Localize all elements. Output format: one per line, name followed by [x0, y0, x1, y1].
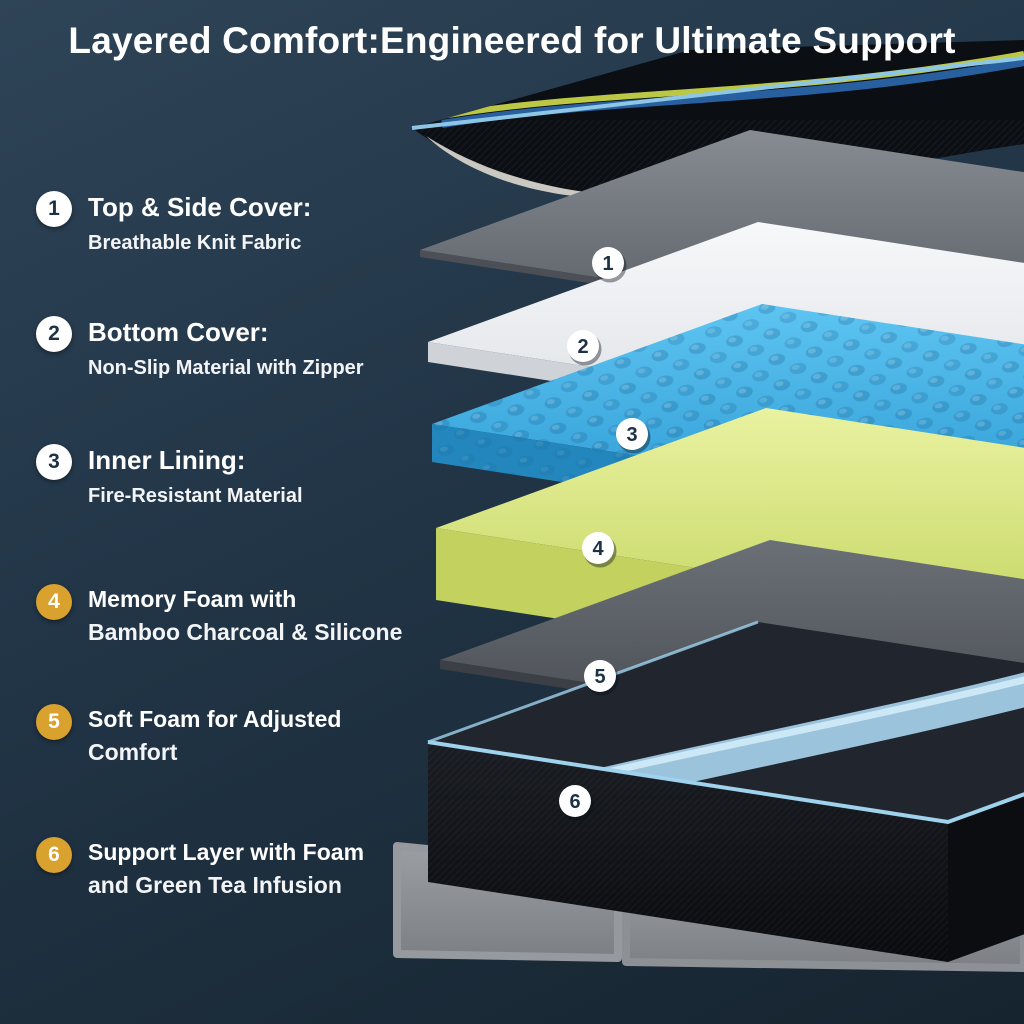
- legend-item-6: 6 Support Layer with Foam and Green Tea …: [36, 837, 364, 900]
- legend-heading-5: Soft Foam for Adjusted: [88, 706, 342, 732]
- layer-6-blue-top-highlight: [559, 651, 1024, 787]
- layer-badge-6-number: 6: [569, 791, 580, 813]
- legend-item-2: 2 Bottom Cover: Non-Slip Material with Z…: [36, 316, 364, 380]
- legend-sub-3: Fire-Resistant Material: [88, 484, 303, 507]
- legend-item-5: 5 Soft Foam for Adjusted Comfort: [36, 704, 341, 767]
- layer-badge-4-number: 4: [592, 538, 604, 560]
- layer-badge-6-circle: [559, 785, 591, 817]
- layer-6-top-face: [428, 622, 1024, 822]
- layer-badge-1-circle: [592, 247, 624, 279]
- cover-piping-accent: [411, 56, 1024, 130]
- layer-badge-1-number: 1: [602, 253, 613, 275]
- legend: 1 Top & Side Cover: Breathable Knit Fabr…: [0, 0, 460, 1024]
- layer-6-right-face: [948, 794, 1024, 962]
- legend-text-6: Support Layer with Foam and Green Tea In…: [88, 837, 364, 900]
- legend-text-4: Memory Foam with Bamboo Charcoal & Silic…: [88, 584, 402, 647]
- layer-badge-5-number: 5: [594, 666, 605, 688]
- cover-stripe-blue: [441, 58, 1024, 128]
- layer-badge-4-circle: [582, 532, 614, 564]
- layer-6-support: [427, 620, 1024, 962]
- layer-badge-5-circle: [584, 660, 616, 692]
- legend-badge-2: 2: [36, 316, 72, 352]
- legend-text-5: Soft Foam for Adjusted Comfort: [88, 704, 341, 767]
- legend-sub-1: Breathable Knit Fabric: [88, 231, 302, 254]
- legend-item-4: 4 Memory Foam with Bamboo Charcoal & Sil…: [36, 584, 402, 647]
- legend-badge-1: 1: [36, 191, 72, 227]
- legend-item-3: 3 Inner Lining: Fire-Resistant Material: [36, 444, 303, 508]
- layer-badge-1: 1: [592, 247, 627, 283]
- layer-badge-6: 6: [559, 785, 594, 821]
- legend-item-1: 1 Top & Side Cover: Breathable Knit Fabr…: [36, 191, 311, 255]
- layer-6-piping-front: [427, 740, 1024, 825]
- cover-underside-highlight: [426, 136, 655, 199]
- layer-badge-3-circle: [616, 418, 648, 450]
- legend-text-1: Top & Side Cover: Breathable Knit Fabric: [88, 191, 311, 255]
- layer-badge-2-circle: [567, 330, 599, 362]
- layer-badge-4: 4: [582, 532, 617, 568]
- layer-badge-5: 5: [584, 660, 619, 696]
- layer-badge-2: 2: [567, 330, 602, 366]
- legend-heading-2: Bottom Cover:: [88, 317, 269, 347]
- legend-badge-4: 4: [36, 584, 72, 620]
- layer-badge-3-number: 3: [626, 424, 637, 446]
- legend-badge-5: 5: [36, 704, 72, 740]
- layer-badge-2-number: 2: [577, 336, 588, 358]
- layer-badge-3: 3: [616, 418, 651, 454]
- layer-6-front-texture: [428, 742, 948, 962]
- legend-text-3: Inner Lining: Fire-Resistant Material: [88, 444, 303, 508]
- legend-sub-5: Comfort: [88, 739, 178, 766]
- legend-badge-6: 6: [36, 837, 72, 873]
- legend-badge-3: 3: [36, 444, 72, 480]
- legend-heading-1: Top & Side Cover:: [88, 192, 312, 222]
- legend-heading-3: Inner Lining:: [88, 445, 246, 475]
- legend-sub-2: Non-Slip Material with Zipper: [88, 356, 364, 379]
- legend-heading-6: Support Layer with Foam: [88, 839, 365, 865]
- legend-heading-4: Memory Foam with: [88, 586, 297, 612]
- legend-sub-4: Bamboo Charcoal & Silicone: [88, 619, 403, 646]
- legend-text-2: Bottom Cover: Non-Slip Material with Zip…: [88, 316, 364, 380]
- page-title: Layered Comfort:Engineered for Ultimate …: [68, 20, 956, 61]
- legend-sub-6: and Green Tea Infusion: [88, 872, 342, 899]
